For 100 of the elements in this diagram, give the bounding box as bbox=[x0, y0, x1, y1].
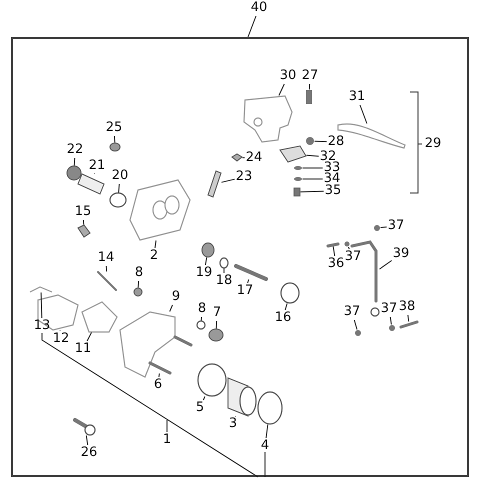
callout-number: 29 bbox=[424, 137, 442, 151]
callout-number: 23 bbox=[236, 170, 252, 184]
switch-drawing bbox=[279, 145, 307, 163]
leader-line bbox=[379, 260, 392, 270]
leader-line bbox=[300, 190, 324, 192]
leader-line bbox=[106, 266, 108, 272]
washer-drawing bbox=[355, 330, 361, 336]
boot-drawing bbox=[208, 328, 224, 342]
leader-line bbox=[158, 373, 160, 378]
callout-number: 37 bbox=[344, 250, 362, 264]
callout-number: 35 bbox=[324, 184, 342, 198]
leader-line bbox=[118, 184, 120, 193]
bolt-drawing bbox=[73, 418, 96, 436]
leader-line bbox=[82, 220, 84, 225]
bleed-valve-drawing bbox=[207, 170, 222, 198]
callout-number: 12 bbox=[52, 332, 70, 346]
washer-drawing bbox=[389, 325, 395, 331]
caliper-bracket-drawing bbox=[119, 311, 192, 378]
callout-number: 4 bbox=[260, 439, 270, 453]
seal-drawing bbox=[197, 363, 227, 397]
screw-drawing bbox=[294, 188, 300, 196]
leader-line bbox=[314, 140, 328, 142]
boot-drawing bbox=[280, 282, 300, 304]
ring-drawing bbox=[109, 192, 127, 208]
callout-number: 26 bbox=[80, 446, 98, 460]
pin-drawing bbox=[148, 362, 172, 374]
callout-number: 14 bbox=[98, 251, 114, 265]
callout-number: 19 bbox=[196, 266, 212, 280]
callout-number: 30 bbox=[280, 69, 296, 83]
callout-number: 17 bbox=[236, 284, 254, 298]
callout-number: 7 bbox=[212, 306, 222, 320]
leader-line bbox=[407, 314, 410, 322]
callout-number: 38 bbox=[398, 300, 416, 314]
cap-drawing bbox=[231, 153, 243, 162]
sleeve-drawing bbox=[77, 173, 105, 195]
bolt-drawing bbox=[400, 320, 418, 328]
callout-number: 1 bbox=[162, 433, 172, 447]
callout-number: 36 bbox=[328, 257, 344, 271]
leader-line bbox=[86, 332, 92, 342]
brake-pad-drawing bbox=[81, 301, 118, 333]
callout-number: 11 bbox=[74, 342, 92, 356]
seal-drawing bbox=[257, 391, 283, 425]
leader-line bbox=[202, 396, 206, 400]
leader-line bbox=[204, 257, 208, 266]
leader-line bbox=[302, 178, 324, 180]
cap-drawing bbox=[110, 142, 120, 152]
leader-line bbox=[390, 316, 392, 325]
callout-number: 21 bbox=[88, 159, 106, 173]
leader-line bbox=[248, 16, 256, 38]
pin-drawing bbox=[234, 264, 268, 281]
callout-number: 16 bbox=[274, 311, 292, 325]
callout-number: 24 bbox=[246, 151, 262, 165]
callout-number: 2 bbox=[150, 249, 158, 263]
callout-number: 37 bbox=[344, 305, 360, 319]
callout-number: 25 bbox=[106, 121, 122, 135]
leader-line bbox=[247, 279, 250, 284]
callout-number: 5 bbox=[196, 401, 204, 415]
callout-number: 20 bbox=[112, 169, 128, 183]
leader-line bbox=[138, 280, 140, 288]
master-cylinder-drawing bbox=[243, 95, 293, 143]
clip-drawing bbox=[77, 224, 91, 238]
leader-line bbox=[278, 84, 285, 96]
callout-number: 18 bbox=[216, 274, 232, 288]
spring-drawing bbox=[97, 271, 117, 291]
seal-drawing bbox=[196, 320, 206, 330]
cap-drawing bbox=[66, 166, 82, 180]
callout-number: 22 bbox=[66, 143, 84, 157]
callout-number: 37 bbox=[388, 219, 404, 233]
leader-line bbox=[221, 178, 236, 183]
washer-drawing bbox=[374, 225, 380, 231]
leader-line bbox=[40, 292, 42, 318]
callout-number: 39 bbox=[392, 247, 410, 261]
leader-line bbox=[306, 154, 320, 157]
callout-number: 27 bbox=[302, 69, 318, 83]
leader-line bbox=[114, 136, 116, 143]
leader-line bbox=[154, 240, 156, 248]
washer-drawing bbox=[294, 166, 302, 170]
leader-line bbox=[200, 316, 202, 321]
bolt-drawing bbox=[326, 242, 340, 248]
callout-number: 9 bbox=[172, 290, 180, 304]
leader-line bbox=[86, 435, 88, 446]
leader-line bbox=[308, 84, 310, 90]
leader-line bbox=[169, 304, 173, 312]
bolt-drawing bbox=[306, 90, 312, 104]
brake-pad-drawing bbox=[37, 294, 79, 331]
callout-number: 13 bbox=[34, 319, 50, 333]
callout-number: 3 bbox=[228, 417, 238, 431]
nut-drawing bbox=[306, 137, 314, 145]
seal-drawing bbox=[134, 288, 142, 296]
leader-line bbox=[354, 320, 358, 330]
leader-line bbox=[360, 104, 368, 124]
callout-number: 6 bbox=[154, 378, 162, 392]
leader-line bbox=[216, 320, 218, 329]
callout-number: 15 bbox=[74, 205, 92, 219]
callout-number: 40 bbox=[250, 1, 268, 15]
callout-number: 28 bbox=[328, 135, 344, 149]
callout-number: 8 bbox=[198, 302, 206, 316]
leader-line bbox=[380, 226, 388, 228]
washer-drawing bbox=[219, 257, 229, 269]
washer-drawing bbox=[294, 177, 302, 181]
